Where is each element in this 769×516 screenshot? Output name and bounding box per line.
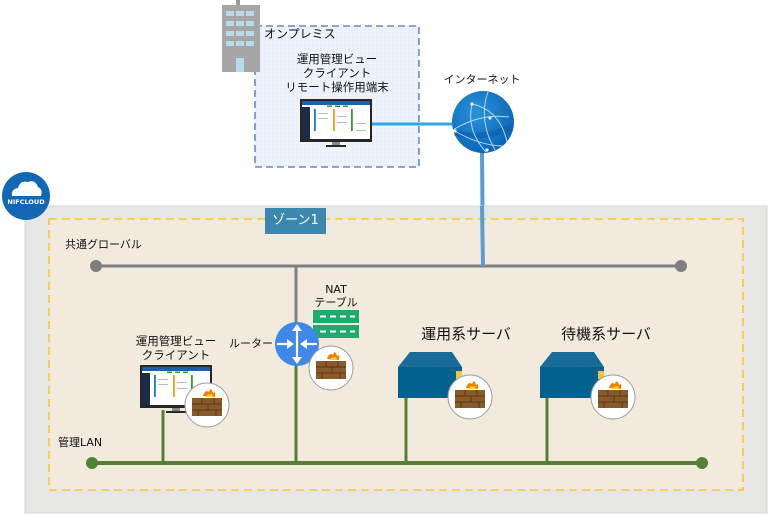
monitor-icon-onprem (300, 99, 372, 147)
nat-label-line: テーブル (314, 296, 358, 309)
onprem-label: オンプレミス (264, 27, 336, 41)
zone-inner (48, 218, 744, 491)
firewall-icon-server-standby (590, 374, 636, 420)
client-label-line: 運用管理ビュー (135, 334, 217, 348)
building-icon (222, 0, 260, 72)
onprem-terminal-line: 運用管理ビュー (296, 52, 378, 66)
zone-tag: ゾーン1 (265, 208, 326, 234)
client-label: 運用管理ビュー クライアント (126, 334, 226, 362)
internet-uplink (480, 205, 485, 267)
internet-globe-icon (452, 91, 514, 153)
firewall-icon-server-active (447, 374, 493, 420)
nifcloud-logo-text: NIFCLOUD (7, 198, 45, 206)
router-label: ルーター (229, 337, 273, 350)
onprem-terminal-line: リモート操作用端末 (285, 80, 389, 94)
firewall-icon-router (308, 345, 354, 391)
mgmt-lan-start (86, 457, 98, 469)
nat-table-label: NAT テーブル (306, 283, 366, 309)
onprem-terminal-label: 運用管理ビュー クライアント リモート操作用端末 (272, 52, 402, 94)
nat-label-line: NAT (325, 283, 347, 296)
firewall-icon-client (184, 382, 230, 428)
onprem-terminal-line: クライアント (302, 66, 372, 80)
server-standby-label: 待機系サーバ (561, 325, 651, 343)
internet-label: インターネット (443, 73, 521, 86)
global-network-label: 共通グローバル (65, 238, 142, 251)
nat-table-icon (313, 310, 359, 338)
nifcloud-logo-icon (2, 172, 50, 220)
global-network-start (90, 260, 102, 272)
global-network-end (675, 260, 687, 272)
zone-label: ゾーン1 (272, 213, 319, 228)
client-label-line: クライアント (141, 348, 211, 362)
mgmt-lan-end (696, 457, 708, 469)
server-active-label: 運用系サーバ (421, 325, 511, 343)
mgmt-lan-label: 管理LAN (58, 436, 103, 449)
router-icon (275, 322, 319, 366)
